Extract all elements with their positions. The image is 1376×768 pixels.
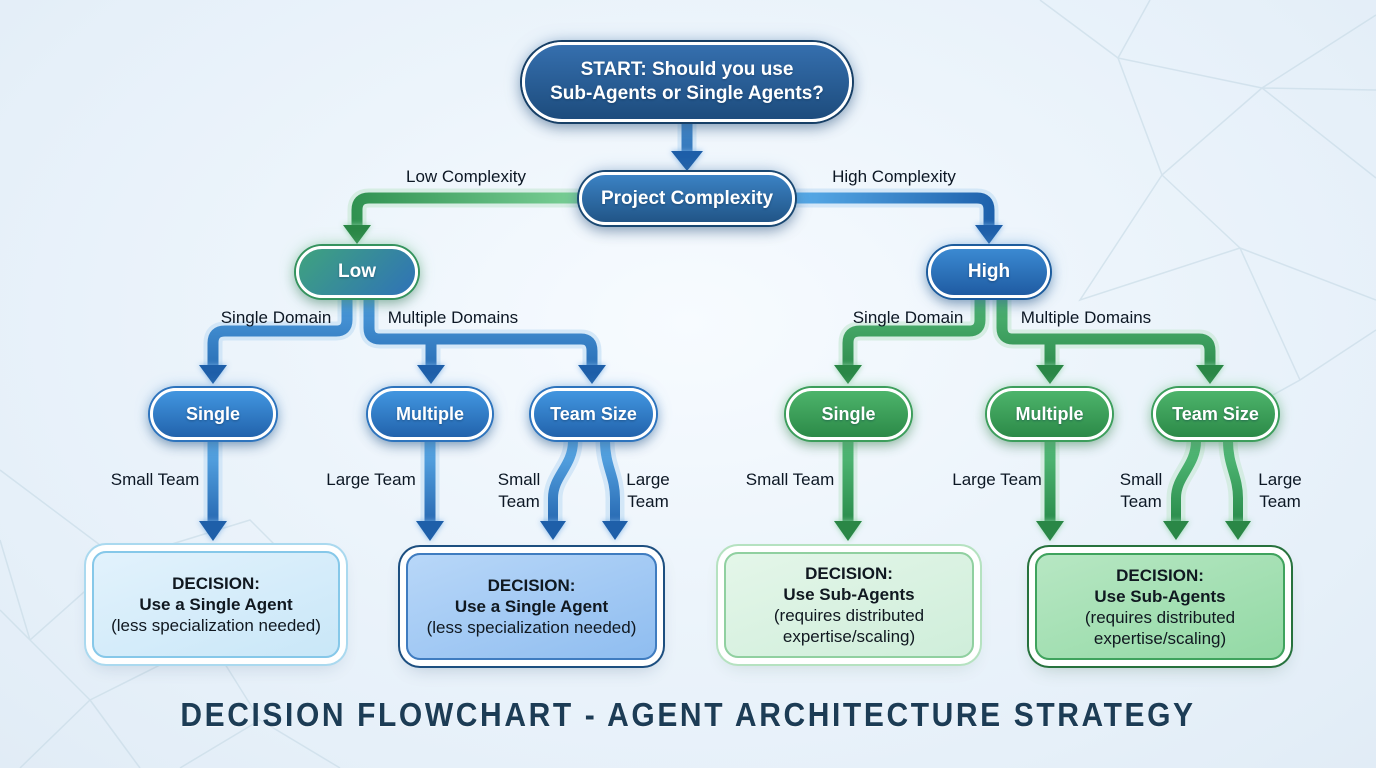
decision-box-single-agent-large: DECISION: Use a Single Agent (less speci…	[406, 553, 657, 660]
edge-right-single-to-decision3	[834, 430, 862, 541]
decision-action: Use Sub-Agents	[783, 585, 915, 604]
node-high: High	[928, 246, 1050, 298]
edge-right-teamsize-large-to-decision4	[1218, 431, 1251, 540]
left-team-size-label: Team Size	[550, 403, 637, 424]
left-multiple-label: Multiple	[396, 403, 464, 424]
decision-box-single-agent-small: DECISION: Use a Single Agent (less speci…	[92, 551, 340, 658]
node-right-team-size: Team Size	[1153, 388, 1278, 440]
decision-box-sub-agents-large: DECISION: Use Sub-Agents (requires distr…	[1035, 553, 1285, 660]
node-start: START: Should you use Sub-Agents or Sing…	[522, 42, 852, 122]
label-high-complexity: High Complexity	[832, 167, 956, 186]
label-right-teamsize-large-team: Large Team	[1258, 470, 1302, 511]
decision-action: Use a Single Agent	[454, 597, 609, 616]
node-low: Low	[296, 246, 418, 298]
decision-note: (requires distributed expertise/scaling)	[1084, 607, 1236, 648]
decision-note: (less specialization needed)	[111, 616, 321, 635]
decision-action: Use Sub-Agents	[1094, 586, 1226, 606]
edge-left-multiple-to-decision2	[416, 430, 444, 541]
decision-action: Use a Single Agent	[139, 595, 293, 614]
edge-low-to-single	[199, 286, 357, 384]
start-label-line2: Sub-Agents or Single Agents?	[550, 83, 824, 104]
high-label: High	[967, 261, 1011, 282]
page-title: DECISION FLOWCHART - AGENT ARCHITECTURE …	[180, 697, 1196, 734]
node-right-multiple: Multiple	[987, 388, 1112, 440]
edge-pc-to-high	[784, 188, 1003, 244]
edge-high-to-multiple-and-teamsize	[992, 286, 1224, 384]
low-label: Low	[338, 261, 376, 282]
edge-start-to-project-complexity	[671, 112, 703, 171]
edge-pc-to-low	[343, 188, 590, 244]
decision-heading: DECISION:	[1116, 565, 1204, 585]
label-right-teamsize-small-team: Small Team	[1119, 470, 1163, 511]
right-multiple-label: Multiple	[1015, 403, 1084, 424]
label-left-small-team: Small Team	[110, 470, 200, 489]
decision-heading: DECISION:	[487, 576, 576, 595]
edge-right-teamsize-small-to-decision4	[1163, 431, 1206, 540]
start-label-line1: START: Should you use	[580, 59, 794, 80]
decision-heading: DECISION:	[172, 574, 260, 593]
edge-right-multiple-to-decision4	[1036, 430, 1064, 541]
label-left-large-team: Large Team	[326, 470, 416, 489]
decision-heading: DECISION:	[805, 564, 893, 583]
node-left-multiple: Multiple	[368, 388, 492, 440]
edge-low-to-multiple-and-teamsize	[359, 286, 606, 384]
decision-note: (requires distributed expertise/scaling)	[773, 606, 925, 646]
project-complexity-label: Project Complexity	[600, 187, 774, 209]
label-right-single-domain: Single Domain	[852, 308, 964, 327]
edge-left-single-to-decision1	[199, 430, 227, 541]
node-project-complexity: Project Complexity	[579, 172, 795, 225]
label-left-multiple-domains: Multiple Domains	[387, 308, 519, 327]
node-right-single: Single	[786, 388, 911, 440]
right-single-label: Single	[821, 403, 876, 424]
decision-box-sub-agents-small: DECISION: Use Sub-Agents (requires distr…	[724, 552, 974, 658]
node-left-single: Single	[150, 388, 276, 440]
label-right-multiple-domains: Multiple Domains	[1020, 308, 1152, 327]
edge-left-teamsize-large-to-decision2	[595, 431, 628, 540]
label-left-single-domain: Single Domain	[220, 308, 332, 327]
left-single-label: Single	[185, 403, 240, 424]
node-left-team-size: Team Size	[531, 388, 656, 440]
label-left-teamsize-large-team: Large Team	[626, 470, 670, 511]
decision-note: (less specialization needed)	[426, 618, 637, 637]
label-right-large-team: Large Team	[952, 470, 1042, 489]
right-team-size-label: Team Size	[1172, 403, 1259, 424]
edge-high-to-single	[834, 286, 990, 384]
label-right-small-team: Small Team	[745, 470, 835, 489]
edge-left-teamsize-small-to-decision2	[540, 431, 583, 540]
label-low-complexity: Low Complexity	[406, 167, 526, 186]
label-left-teamsize-small-team: Small Team	[497, 470, 541, 511]
